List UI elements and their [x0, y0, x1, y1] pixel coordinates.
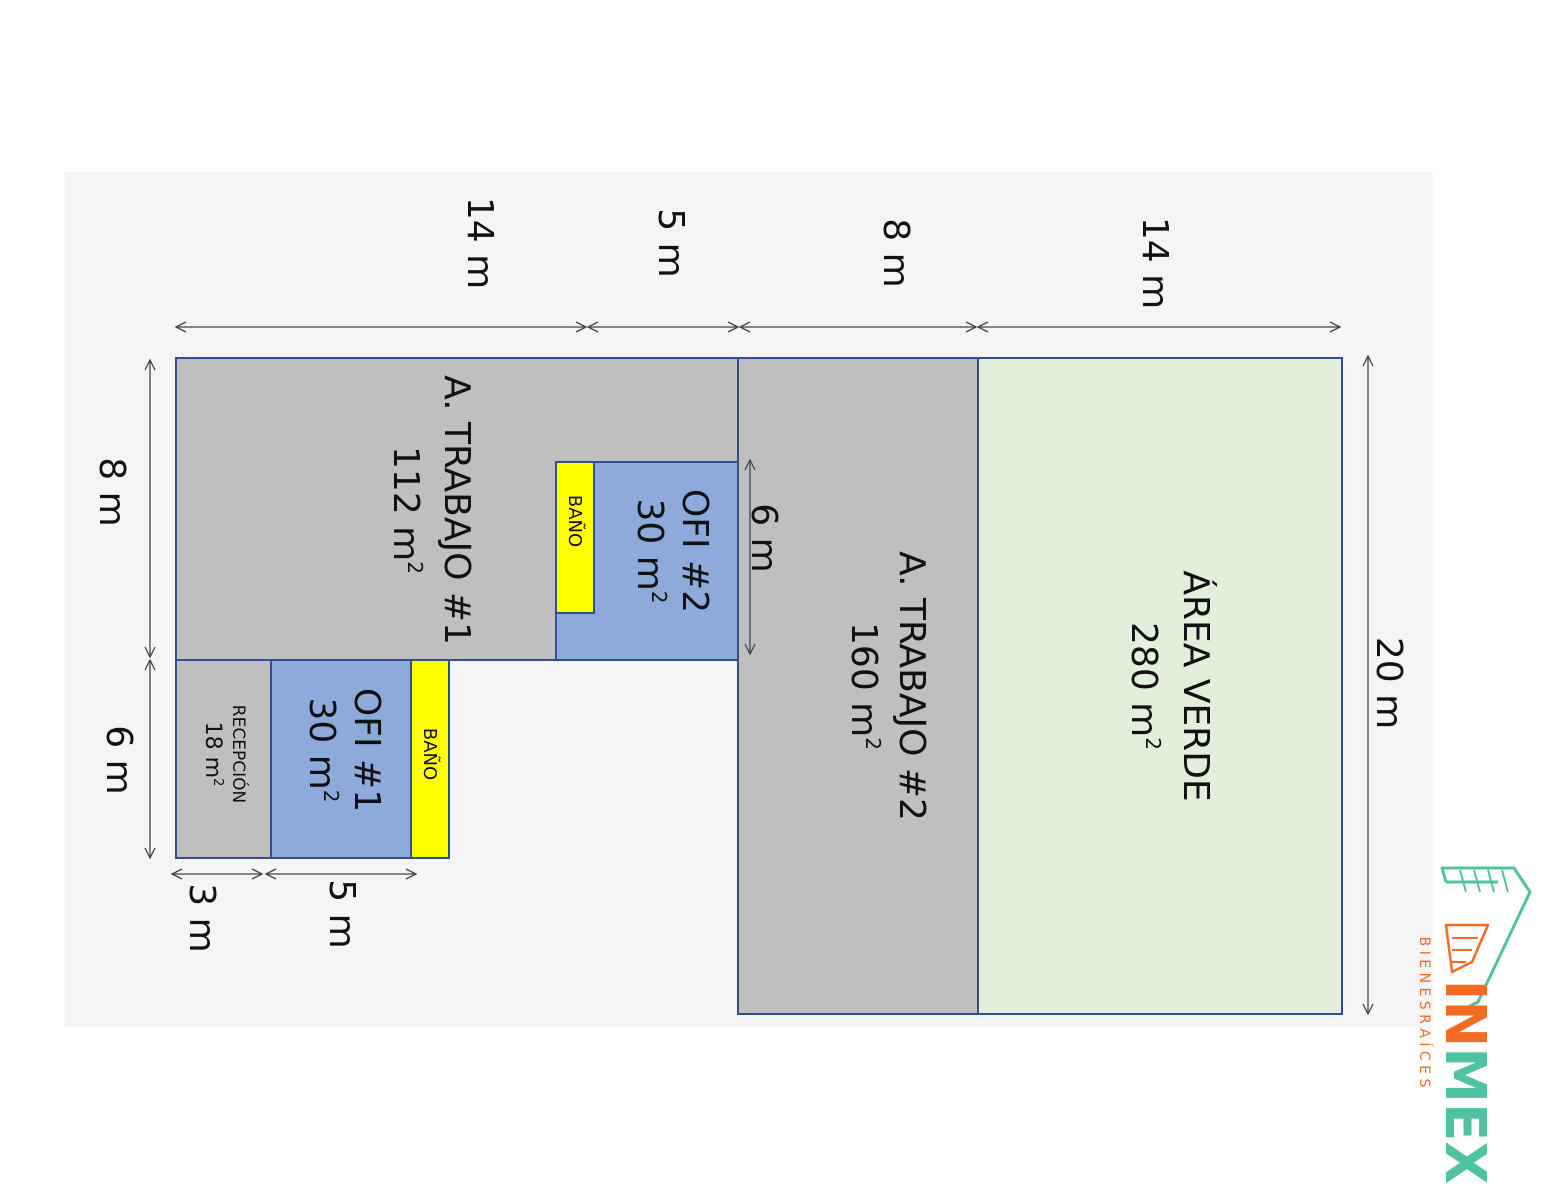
trabajo-2-area: 160 m2 [843, 622, 885, 750]
ofi-1-label: OFI #1 [346, 688, 387, 812]
trabajo-2-label: A. TRABAJO #2 [891, 551, 932, 821]
dim-label-top-14b: 14 m [1134, 217, 1175, 309]
dim-label-left-8: 8 m [91, 457, 132, 526]
dim-label-top-5: 5 m [650, 208, 691, 277]
trabajo-2-room [737, 357, 979, 1015]
recepcion-label: RECEPCIÓN [228, 705, 250, 803]
ofi-1-area: 30 m2 [301, 697, 343, 802]
building-logo-icon [1440, 866, 1532, 1012]
ofi-2-area: 30 m2 [629, 498, 671, 603]
dim-label-bottom-3: 3 m [181, 883, 222, 952]
recepcion-area: 18 m2 [200, 722, 225, 787]
brand-name: INMEX [1432, 980, 1497, 1185]
dim-label-bottom-5: 5 m [321, 879, 362, 948]
brand-tagline: B I E N E S R A Í C E S [1416, 937, 1433, 1088]
trabajo-1-area: 112 m2 [385, 446, 427, 574]
dim-label-inner-6: 6 m [743, 503, 784, 572]
bano-1-label: BAÑO [419, 728, 441, 780]
dim-label-right-20: 20 m [1368, 637, 1409, 729]
inmex-logo: INMEX B I E N E S R A Í C E S [1416, 866, 1532, 1185]
recepcion-room [175, 659, 272, 859]
bano-2-label: BAÑO [564, 495, 586, 547]
area-verde-label: ÁREA VERDE [1175, 570, 1217, 801]
dim-label-left-6: 6 m [98, 725, 139, 794]
dim-label-top-8: 8 m [875, 218, 916, 287]
area-verde-area: 280 m2 [1123, 622, 1165, 750]
bano-1-room [410, 659, 450, 859]
ofi-1-room [270, 659, 412, 859]
ofi-2-label: OFI #2 [674, 489, 715, 613]
dim-label-top-14a: 14 m [459, 197, 500, 289]
bano-2-room [555, 461, 595, 614]
area-verde-room [977, 357, 1343, 1015]
trabajo-1-label: A. TRABAJO #1 [436, 375, 477, 645]
